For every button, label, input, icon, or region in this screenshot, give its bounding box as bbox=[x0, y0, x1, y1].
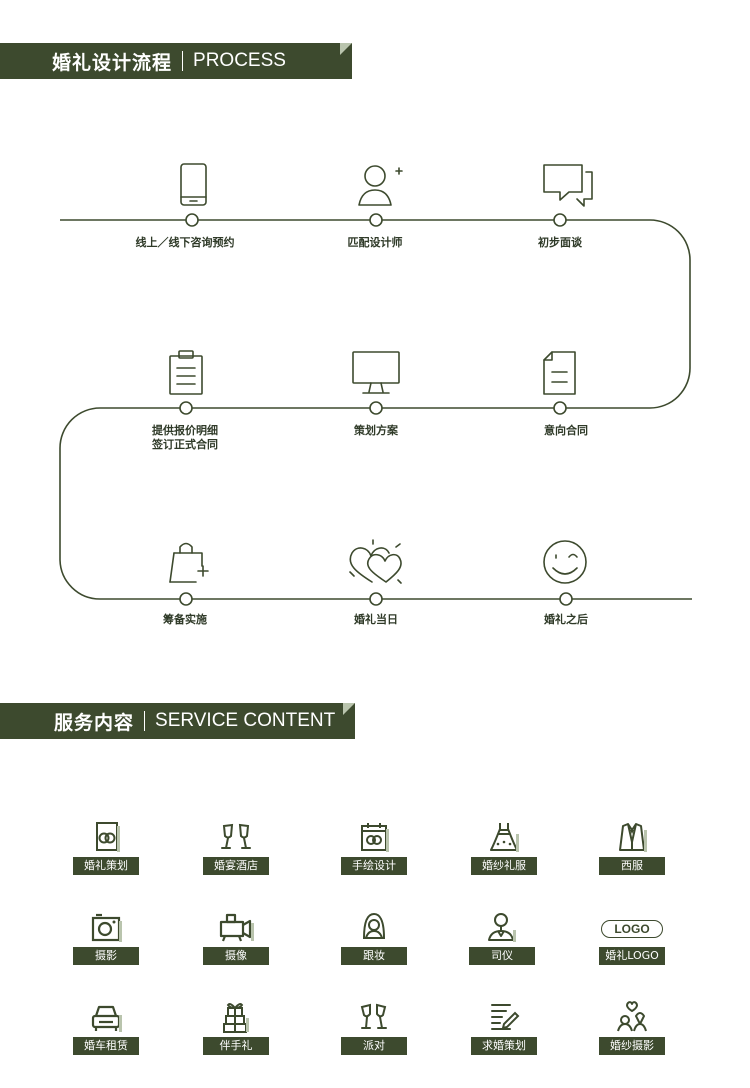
step-text: 匹配设计师 bbox=[347, 236, 403, 249]
step-label-consultation: 线上／线下咨询预约 bbox=[115, 236, 255, 250]
double-hearts-icon bbox=[349, 539, 402, 584]
step-node bbox=[179, 401, 193, 415]
camera-icon bbox=[91, 913, 122, 942]
title-divider bbox=[144, 711, 146, 731]
logo-badge-icon: LOGO bbox=[601, 920, 663, 938]
step-label-first-meeting: 初步面谈 bbox=[490, 236, 630, 250]
smiley-wink-icon bbox=[543, 540, 587, 584]
service-item-proposal-planning[interactable]: 求婚策划 bbox=[464, 1000, 544, 1055]
wedding-rings-card-icon bbox=[96, 822, 120, 852]
service-item-party[interactable]: 派对 bbox=[334, 1000, 414, 1055]
service-item-wedding-planning[interactable]: 婚礼策划 bbox=[66, 820, 146, 875]
step-label-match-designer: 匹配设计师 bbox=[305, 236, 445, 250]
step-node bbox=[559, 592, 573, 606]
step-text: 初步面谈 bbox=[538, 236, 582, 249]
service-item-makeup[interactable]: 跟妆 bbox=[334, 910, 414, 965]
step-label-quote-contract: 提供报价明细 签订正式合同 bbox=[115, 424, 255, 452]
step-text: 意向合同 bbox=[544, 424, 588, 437]
service-item-wedding-photography[interactable]: 婚纱摄影 bbox=[592, 1000, 672, 1055]
process-flow-diagram bbox=[59, 163, 692, 606]
step-text: 签订正式合同 bbox=[152, 438, 218, 451]
bride-portrait-icon bbox=[362, 912, 386, 939]
service-label: 摄像 bbox=[203, 947, 269, 965]
clipboard-icon bbox=[169, 350, 203, 395]
service-label: 婚宴酒店 bbox=[203, 857, 269, 875]
step-node bbox=[553, 213, 567, 227]
service-item-photography[interactable]: 摄影 bbox=[66, 910, 146, 965]
service-item-banquet-hotel[interactable]: 婚宴酒店 bbox=[196, 820, 276, 875]
service-label: 婚纱礼服 bbox=[471, 857, 537, 875]
step-label-wedding-day: 婚礼当日 bbox=[306, 613, 446, 627]
process-title-en: PROCESS bbox=[193, 50, 286, 71]
step-text: 提供报价明细 bbox=[152, 424, 218, 437]
service-item-wedding-logo[interactable]: LOGO 婚礼LOGO bbox=[592, 918, 672, 965]
mobile-phone-icon bbox=[180, 163, 207, 206]
service-label: 跟妆 bbox=[341, 947, 407, 965]
step-text: 策划方案 bbox=[354, 424, 398, 437]
service-item-videography[interactable]: 摄像 bbox=[196, 910, 276, 965]
toast-glasses-icon bbox=[360, 1003, 387, 1029]
checklist-pen-icon bbox=[491, 1004, 520, 1030]
service-item-host[interactable]: 司仪 bbox=[462, 910, 542, 965]
service-label: 伴手礼 bbox=[203, 1037, 269, 1055]
step-label-preparation: 筹备实施 bbox=[115, 613, 255, 627]
step-node bbox=[185, 213, 199, 227]
car-icon bbox=[91, 1005, 122, 1032]
process-title-cn: 婚礼设计流程 bbox=[52, 51, 173, 74]
step-text: 婚礼当日 bbox=[354, 613, 398, 626]
corner-fold bbox=[340, 43, 352, 55]
corner-fold bbox=[343, 703, 355, 715]
suit-icon bbox=[619, 823, 647, 852]
monitor-icon bbox=[352, 351, 400, 394]
document-icon bbox=[543, 351, 576, 395]
step-node bbox=[369, 401, 383, 415]
service-label: 西服 bbox=[599, 857, 665, 875]
service-label: 婚纱摄影 bbox=[599, 1037, 665, 1055]
service-label: 婚礼LOGO bbox=[599, 947, 665, 965]
service-item-wedding-dress[interactable]: 婚纱礼服 bbox=[464, 820, 544, 875]
title-divider bbox=[182, 51, 184, 71]
step-node bbox=[369, 592, 383, 606]
service-title-en: SERVICE CONTENT bbox=[155, 710, 336, 731]
service-label: 手绘设计 bbox=[341, 857, 407, 875]
chat-bubbles-icon bbox=[543, 164, 593, 207]
step-text: 婚礼之后 bbox=[544, 613, 588, 626]
service-label: 求婚策划 bbox=[471, 1037, 537, 1055]
gift-boxes-icon bbox=[223, 1003, 249, 1033]
step-label-intent-contract: 意向合同 bbox=[496, 424, 636, 438]
service-item-car-rental[interactable]: 婚车租赁 bbox=[66, 1000, 146, 1055]
calendar-rings-icon bbox=[361, 823, 389, 852]
step-label-after-wedding: 婚礼之后 bbox=[496, 613, 636, 627]
service-label: 派对 bbox=[341, 1037, 407, 1055]
service-label: 摄影 bbox=[73, 947, 139, 965]
service-label: 司仪 bbox=[469, 947, 535, 965]
service-banner: 服务内容 SERVICE CONTENT bbox=[0, 703, 355, 739]
step-node bbox=[553, 401, 567, 415]
step-label-plan: 策划方案 bbox=[306, 424, 446, 438]
service-item-hand-drawn-design[interactable]: 手绘设计 bbox=[334, 820, 414, 875]
service-label: 婚车租赁 bbox=[73, 1037, 139, 1055]
step-text: 线上／线下咨询预约 bbox=[135, 236, 235, 249]
service-item-gifts[interactable]: 伴手礼 bbox=[196, 1000, 276, 1055]
wedding-dress-icon bbox=[490, 823, 519, 852]
champagne-glasses-icon bbox=[221, 823, 251, 849]
step-text: 筹备实施 bbox=[163, 613, 207, 626]
service-label: 婚礼策划 bbox=[73, 857, 139, 875]
video-camera-icon bbox=[219, 913, 254, 942]
service-item-suit[interactable]: 西服 bbox=[592, 820, 672, 875]
service-title-cn: 服务内容 bbox=[54, 711, 135, 734]
shopping-bag-add-icon bbox=[169, 542, 209, 583]
step-node bbox=[369, 213, 383, 227]
process-banner: 婚礼设计流程 PROCESS bbox=[0, 43, 352, 79]
add-user-icon bbox=[358, 165, 403, 206]
step-node bbox=[179, 592, 193, 606]
couple-heart-icon bbox=[617, 1001, 647, 1032]
host-icon bbox=[488, 913, 516, 942]
